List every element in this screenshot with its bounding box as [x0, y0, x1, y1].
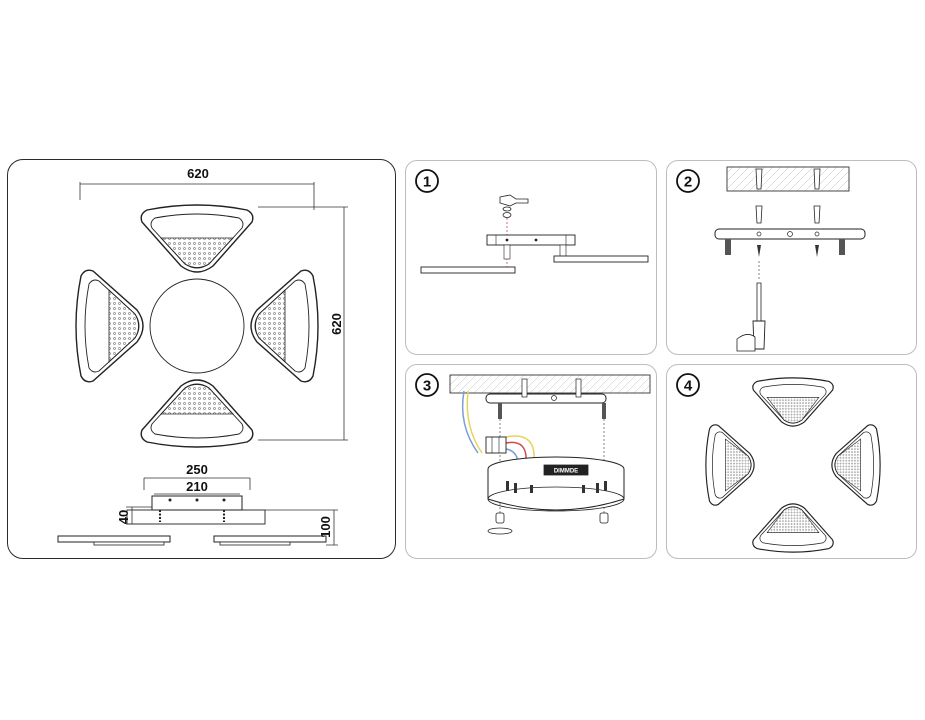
mounting-plate — [714, 228, 866, 255]
driver-box: DIMMDE — [543, 464, 589, 476]
step-2-panel: 2 — [666, 160, 917, 355]
fasteners — [487, 512, 609, 535]
petal-bottom — [140, 379, 254, 448]
screw-and-nut — [499, 194, 529, 271]
driver-label: DIMMDE — [554, 469, 578, 475]
step-1-panel: 1 — [405, 160, 657, 355]
lamp-housing — [487, 456, 625, 512]
step-3-drawing: 3 — [415, 373, 651, 535]
step-3-badge: 3 — [415, 373, 439, 397]
base-height-label: 40 — [116, 510, 131, 524]
step-2-drawing: 2 — [676, 166, 866, 352]
total-height-dimension: 100 — [265, 509, 338, 546]
petal-left — [705, 424, 755, 506]
assembled-lamp — [705, 377, 881, 553]
lamp-arms — [420, 255, 649, 274]
center-base-circle — [149, 278, 245, 374]
step-4-number: 4 — [684, 378, 693, 395]
ceiling — [449, 374, 651, 394]
petal-top — [752, 377, 834, 427]
petal-right — [250, 269, 319, 383]
step-1-badge: 1 — [415, 169, 439, 193]
ceiling — [726, 166, 850, 192]
width-label: 620 — [187, 166, 209, 181]
base-outer-label: 250 — [186, 462, 208, 477]
petal-right — [831, 424, 881, 506]
step-1-number: 1 — [423, 174, 431, 191]
base-dimensions: 250 210 — [143, 462, 251, 495]
step-2-badge: 2 — [676, 169, 700, 193]
wall-anchors — [755, 168, 821, 224]
base-inner-label: 210 — [186, 479, 208, 494]
width-dimension: 620 — [79, 166, 315, 210]
terminal-block — [485, 436, 507, 454]
petal-top — [140, 204, 254, 273]
mounting-bracket — [486, 234, 576, 260]
height-label: 620 — [329, 313, 344, 335]
lamp-side-view — [57, 495, 327, 546]
screws — [757, 245, 819, 257]
dimension-drawing: 620 620 — [57, 166, 348, 546]
step-4-badge: 4 — [676, 373, 700, 397]
total-height-label: 100 — [318, 516, 333, 538]
step-3-number: 3 — [423, 378, 431, 395]
step-4-panel: 4 — [666, 364, 917, 559]
step-1-drawing: 1 — [415, 169, 649, 274]
lamp-top-view — [75, 204, 319, 448]
dimension-panel: 620 620 — [7, 159, 396, 559]
step-3-panel: 3 — [405, 364, 657, 559]
petal-left — [75, 269, 144, 383]
screwdriver-icon — [736, 261, 766, 352]
step-2-number: 2 — [684, 174, 692, 191]
height-dimension: 620 — [258, 206, 348, 441]
base-height-dimension: 40 — [116, 506, 152, 525]
petal-bottom — [752, 503, 834, 553]
step-4-drawing: 4 — [676, 373, 881, 553]
